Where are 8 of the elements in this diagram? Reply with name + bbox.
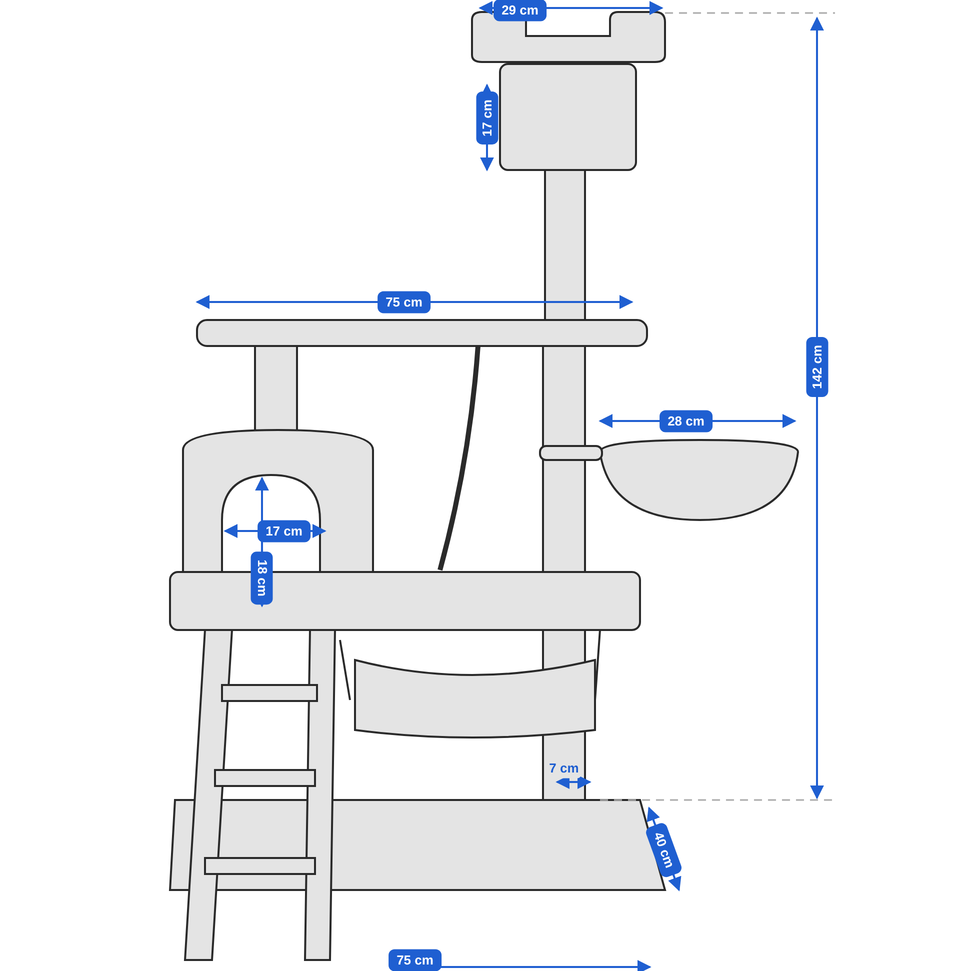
dimension-label: 142 cm xyxy=(806,336,828,398)
dimension-label: 75 cm xyxy=(388,949,442,971)
dimension-label: 17 cm xyxy=(258,520,310,542)
dimension-label: 17 cm xyxy=(476,92,498,144)
dimension-label: 28 cm xyxy=(660,410,712,432)
dimension-label: 75 cm xyxy=(378,291,430,313)
dimension-label: 18 cm xyxy=(251,552,273,604)
dimension-label: 29 cm xyxy=(494,0,546,21)
